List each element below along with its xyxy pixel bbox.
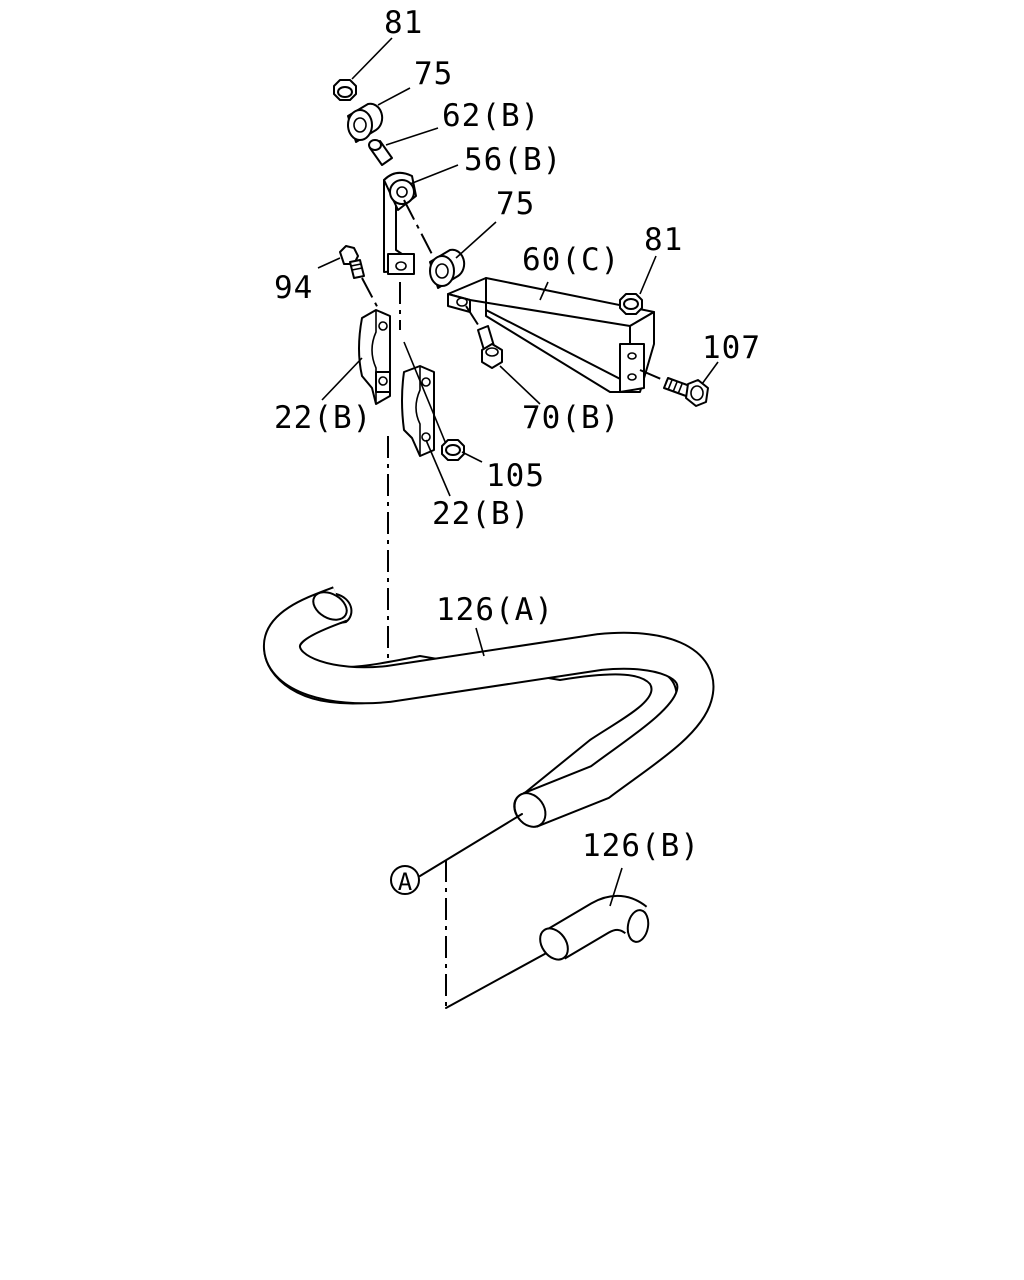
label-81-right: 81 [644,222,683,258]
label-22b-mid: 22(B) [432,496,530,532]
label-22b-left: 22(B) [274,400,372,436]
label-107: 107 [702,330,761,366]
reference-a-label: A [398,868,413,896]
bolt-70b [477,325,503,369]
label-62b: 62(B) [442,98,540,134]
nut-105 [441,439,465,461]
bushing-75-mid [429,248,466,289]
label-75-top: 75 [414,56,453,92]
label-105: 105 [486,458,545,494]
clamp-22b-left [358,309,391,405]
nut-81-right [619,293,643,315]
label-126a: 126(A) [436,592,554,628]
hose-126a-body [263,586,715,828]
collar-62b [368,139,393,166]
label-70b: 70(B) [522,400,620,436]
nut-81-top [333,79,357,101]
reference-a-marker: A [390,865,420,896]
label-75-mid: 75 [496,186,535,222]
hose-126b [539,895,650,961]
label-60c: 60(C) [522,242,620,278]
label-94: 94 [274,270,313,306]
bushing-75-top [347,102,384,143]
label-126b: 126(B) [582,828,700,864]
label-56b: 56(B) [464,142,562,178]
link-rod-56b [383,171,417,275]
label-81-top: 81 [384,5,423,41]
bolt-94 [339,245,365,279]
clamp-22b-mid [401,365,435,457]
bolt-107 [663,377,709,407]
